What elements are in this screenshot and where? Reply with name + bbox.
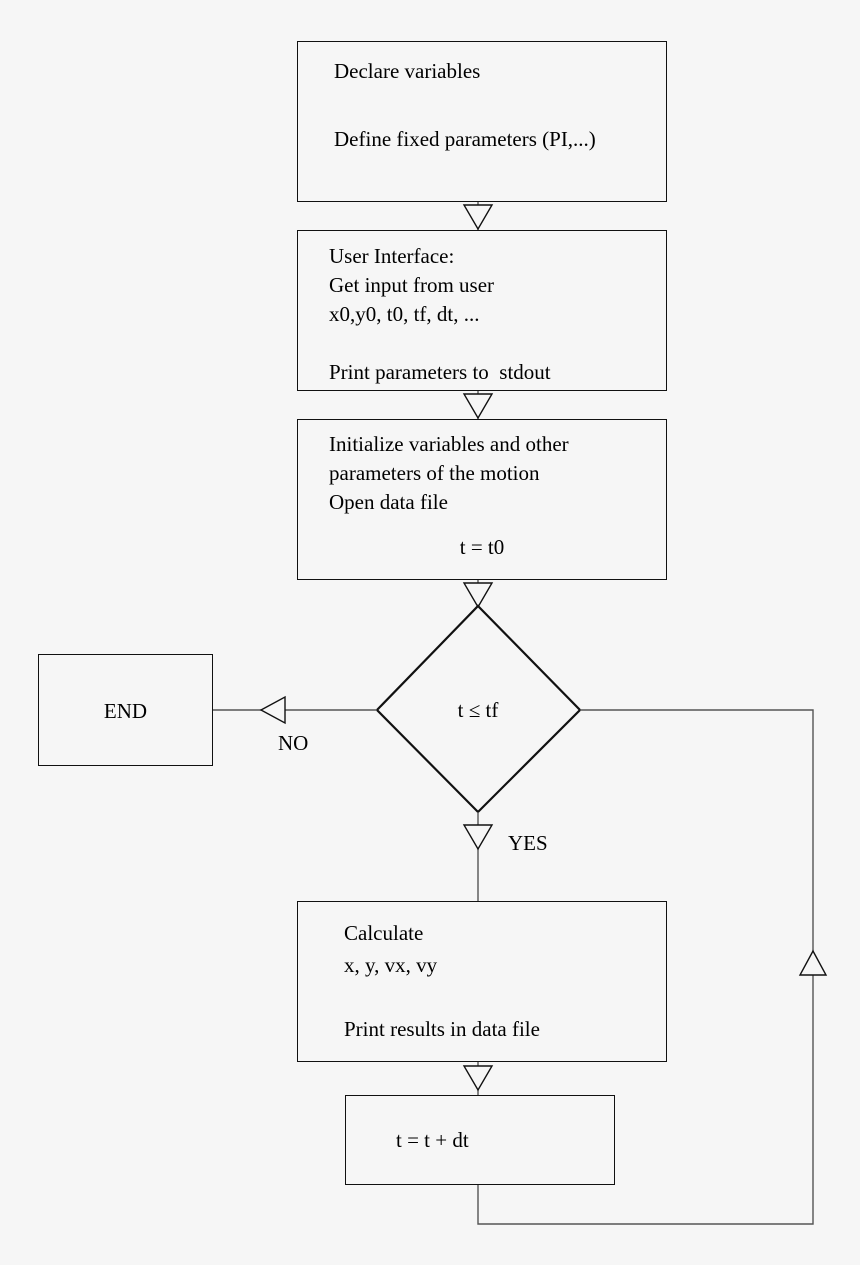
text-line: parameters of the motion	[329, 461, 540, 485]
text-line: Print parameters to stdout	[329, 360, 551, 384]
text-line: Define fixed parameters (PI,...)	[334, 127, 596, 151]
node-initialize-centered-value: t = t0	[459, 535, 505, 559]
text-line-spacer	[329, 329, 666, 358]
node-end[interactable]: END	[38, 654, 213, 766]
text-line: x0,y0, t0, tf, dt, ...	[329, 302, 480, 326]
text-line: Open data file	[329, 490, 448, 514]
node-declare-variables[interactable]: Declare variables Define fixed parameter…	[297, 41, 667, 202]
edge-label-yes: YES	[508, 831, 548, 855]
triangle-down-icon	[462, 824, 494, 851]
text-line: x, y, vx, vy	[344, 953, 438, 977]
node-initialize-text: Initialize variables and other parameter…	[298, 420, 666, 517]
triangle-down-icon	[462, 204, 494, 231]
node-calculate-text: Calculate x, y, vx, vy Print results in …	[298, 902, 666, 1045]
decision-label: t ≤ tf	[457, 698, 499, 722]
triangle-down-icon	[462, 393, 494, 420]
connector-loop-back-to-decision	[477, 709, 814, 1225]
triangle-down-icon	[462, 582, 494, 609]
text-line: Print results in data file	[344, 1017, 540, 1041]
node-declare-variables-text: Declare variables Define fixed parameter…	[298, 42, 666, 156]
node-user-interface[interactable]: User Interface: Get input from user x0,y…	[297, 230, 667, 391]
text-line-spacer	[334, 88, 666, 122]
text-line: Get input from user	[329, 273, 495, 297]
node-user-interface-text: User Interface: Get input from user x0,y…	[298, 231, 666, 387]
node-end-label: END	[103, 699, 148, 723]
text-line: User Interface:	[329, 244, 455, 268]
triangle-left-icon	[259, 695, 286, 725]
triangle-up-icon	[798, 949, 828, 976]
text-line: Declare variables	[334, 59, 481, 83]
text-line: Calculate	[344, 921, 424, 945]
node-initialize[interactable]: Initialize variables and other parameter…	[297, 419, 667, 580]
node-increment-label: t = t + dt	[396, 1128, 469, 1152]
triangle-down-icon	[462, 1065, 494, 1092]
edge-label-no: NO	[278, 731, 309, 755]
node-increment[interactable]: t = t + dt	[345, 1095, 615, 1185]
text-line: Initialize variables and other	[329, 432, 569, 456]
text-line-spacer	[344, 981, 666, 1013]
node-calculate[interactable]: Calculate x, y, vx, vy Print results in …	[297, 901, 667, 1062]
